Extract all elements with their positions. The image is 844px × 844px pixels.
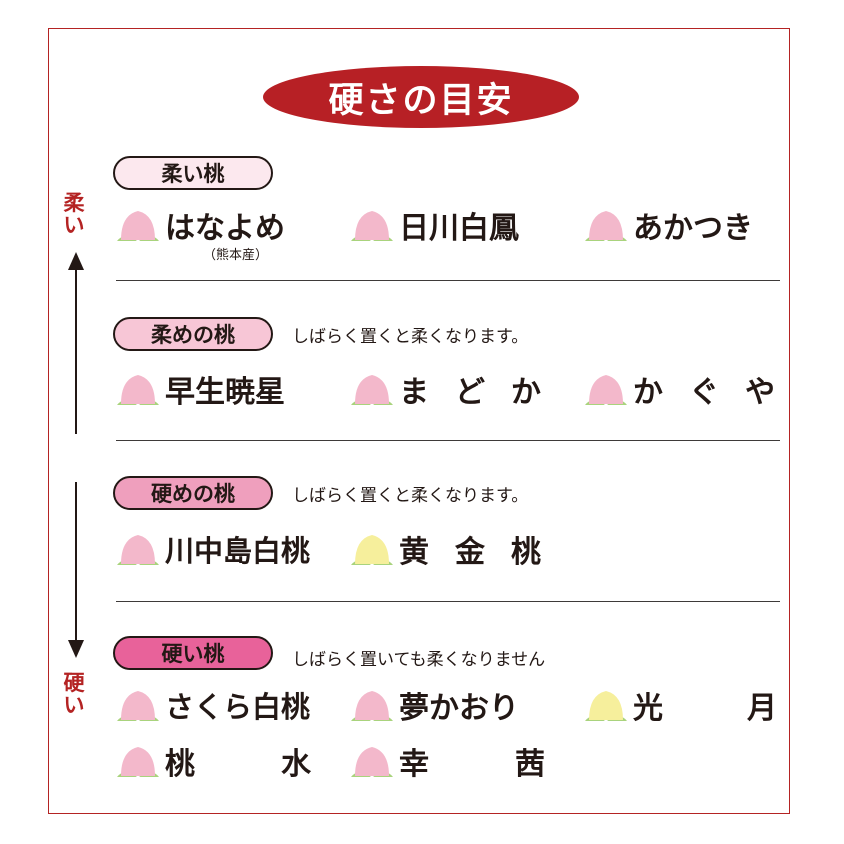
badge-label: 硬めの桃: [151, 482, 235, 506]
peach-pink-icon: [351, 747, 393, 777]
chart-frame: [48, 28, 790, 814]
peach-pink-icon: [585, 375, 627, 405]
variety-item: 日川白鳳: [347, 203, 541, 247]
peach-yellow-icon: [585, 691, 627, 721]
variety-item: 川中島白桃: [113, 527, 313, 571]
variety-name-char: か: [633, 375, 663, 410]
variety-item: まどか: [347, 367, 541, 411]
variety-name: 光月: [633, 683, 777, 727]
variety-name-char: 幸: [399, 747, 429, 782]
peach-pink-icon: [117, 535, 159, 565]
variety-name-char: 月: [747, 691, 777, 726]
variety-item: 早生暁星: [113, 367, 307, 411]
arrow-up-icon: [68, 252, 84, 270]
hard-axis-char-2: い: [63, 693, 85, 717]
hard-axis-label: 硬 い: [56, 672, 92, 716]
variety-name-char: 桃: [165, 747, 195, 782]
variety-name-char: か: [511, 375, 541, 410]
badge-label: 柔い桃: [161, 162, 225, 186]
peach-pink-icon: [117, 691, 159, 721]
variety-name-char: 茜: [515, 747, 545, 782]
variety-name: まどか: [399, 367, 541, 411]
soft-axis-char-2: い: [63, 213, 85, 237]
variety-name: さくら白桃: [165, 690, 311, 724]
badge-firmish-peach: 硬めの桃: [113, 476, 273, 510]
variety-name-char: ど: [455, 375, 485, 410]
variety-item: 桃水: [113, 739, 311, 783]
variety-name: 幸茜: [399, 739, 545, 783]
variety-name: 桃水: [165, 739, 311, 783]
variety-item: あかつき: [581, 203, 775, 247]
variety-name-char: ぐ: [689, 375, 719, 410]
soft-axis-char-1: 柔: [63, 191, 85, 215]
variety-name-char: 黄: [399, 535, 429, 570]
variety-item: さくら白桃: [113, 683, 313, 727]
badge-softish-peach: 柔めの桃: [113, 317, 273, 351]
section-divider: [116, 601, 780, 602]
peach-pink-icon: [351, 375, 393, 405]
variety-name-char: 金: [455, 535, 485, 570]
hard-axis-char-1: 硬: [63, 671, 85, 695]
peach-pink-icon: [351, 691, 393, 721]
variety-item: はなよめ: [113, 203, 307, 247]
peach-yellow-icon: [351, 535, 393, 565]
peach-pink-icon: [117, 211, 159, 241]
peach-pink-icon: [117, 375, 159, 405]
peach-pink-icon: [351, 211, 393, 241]
arrow-up-line: [75, 266, 77, 434]
badge-firm-peach: 硬い桃: [113, 636, 273, 670]
variety-name: かぐや: [633, 367, 775, 411]
variety-name: 黄金桃: [399, 527, 541, 571]
badge-label: 柔めの桃: [151, 323, 235, 347]
badge-soft-peach: 柔い桃: [113, 156, 273, 190]
variety-name-char: や: [745, 375, 775, 410]
variety-name: 日川白鳳: [399, 211, 519, 246]
variety-name-char: ま: [399, 375, 429, 410]
variety-item: 幸茜: [347, 739, 545, 783]
variety-item: 黄金桃: [347, 527, 541, 571]
variety-name: 川中島白桃: [165, 534, 311, 568]
peach-pink-icon: [117, 747, 159, 777]
section-note: しばらく置いても柔くなりません: [292, 650, 546, 670]
soft-axis-label: 柔 い: [56, 192, 92, 236]
variety-name-char: 光: [633, 691, 663, 726]
variety-item: かぐや: [581, 367, 775, 411]
variety-name: 早生暁星: [165, 375, 285, 410]
arrow-down-icon: [68, 640, 84, 658]
variety-item: 光月: [581, 683, 777, 727]
variety-name-char: 桃: [511, 535, 541, 570]
variety-name: 夢かおり: [399, 691, 519, 726]
badge-label: 硬い桃: [161, 642, 225, 666]
section-divider: [116, 280, 780, 281]
page-title: 硬さの目安: [328, 80, 514, 121]
variety-name: あかつき: [633, 211, 753, 246]
variety-origin-note: （熊本産）: [203, 248, 269, 263]
peach-pink-icon: [585, 211, 627, 241]
variety-name: はなよめ: [165, 211, 285, 246]
section-note: しばらく置くと柔くなります。: [292, 327, 529, 347]
arrow-down-line: [75, 482, 77, 642]
title-banner: 硬さの目安: [263, 66, 579, 128]
variety-item: 夢かおり: [347, 683, 541, 727]
section-note: しばらく置くと柔くなります。: [292, 486, 529, 506]
variety-name-char: 水: [281, 747, 311, 782]
section-divider: [116, 440, 780, 441]
